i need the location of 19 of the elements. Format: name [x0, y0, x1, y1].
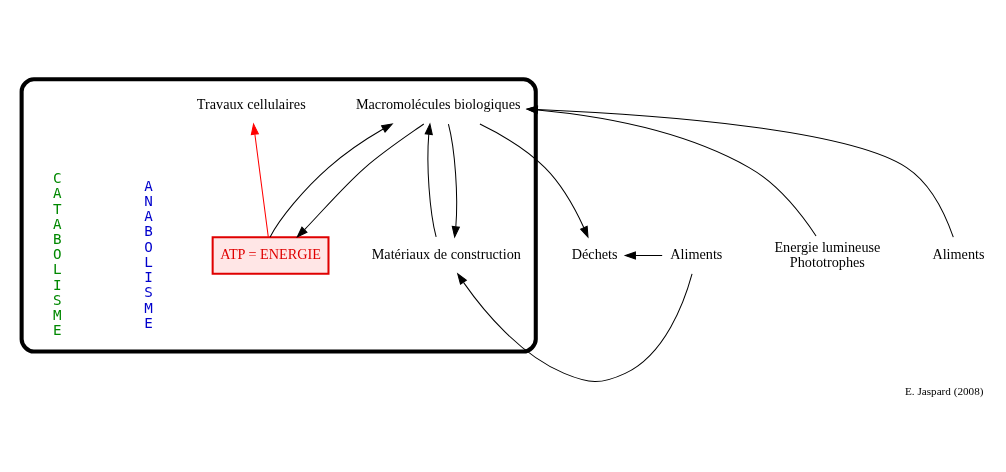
- label: ANABOLISME: [144, 177, 153, 331]
- arrow: [447, 123, 461, 238]
- node-text: Aliments: [670, 245, 723, 262]
- node-box: ATP = ENERGIE: [211, 235, 330, 275]
- node-text: Energie lumineuse Phototrophes: [774, 238, 881, 270]
- label: CATABOLISME: [52, 169, 62, 338]
- arrow: [479, 123, 589, 238]
- arrow: [296, 123, 425, 238]
- arrow: [269, 122, 394, 237]
- arrow: [250, 122, 269, 237]
- node-text: Déchets: [571, 245, 618, 262]
- node-text: Matériaux de construction: [371, 245, 521, 262]
- caption: E. Jaspard (2008): [905, 384, 984, 397]
- arrow: [623, 250, 663, 260]
- arrow: [456, 272, 693, 382]
- node-text: Macromolécules biologiques: [355, 95, 521, 112]
- node-text: Travaux cellulaires: [196, 95, 306, 112]
- arrow: [424, 122, 437, 237]
- node-text: Aliments: [932, 245, 985, 262]
